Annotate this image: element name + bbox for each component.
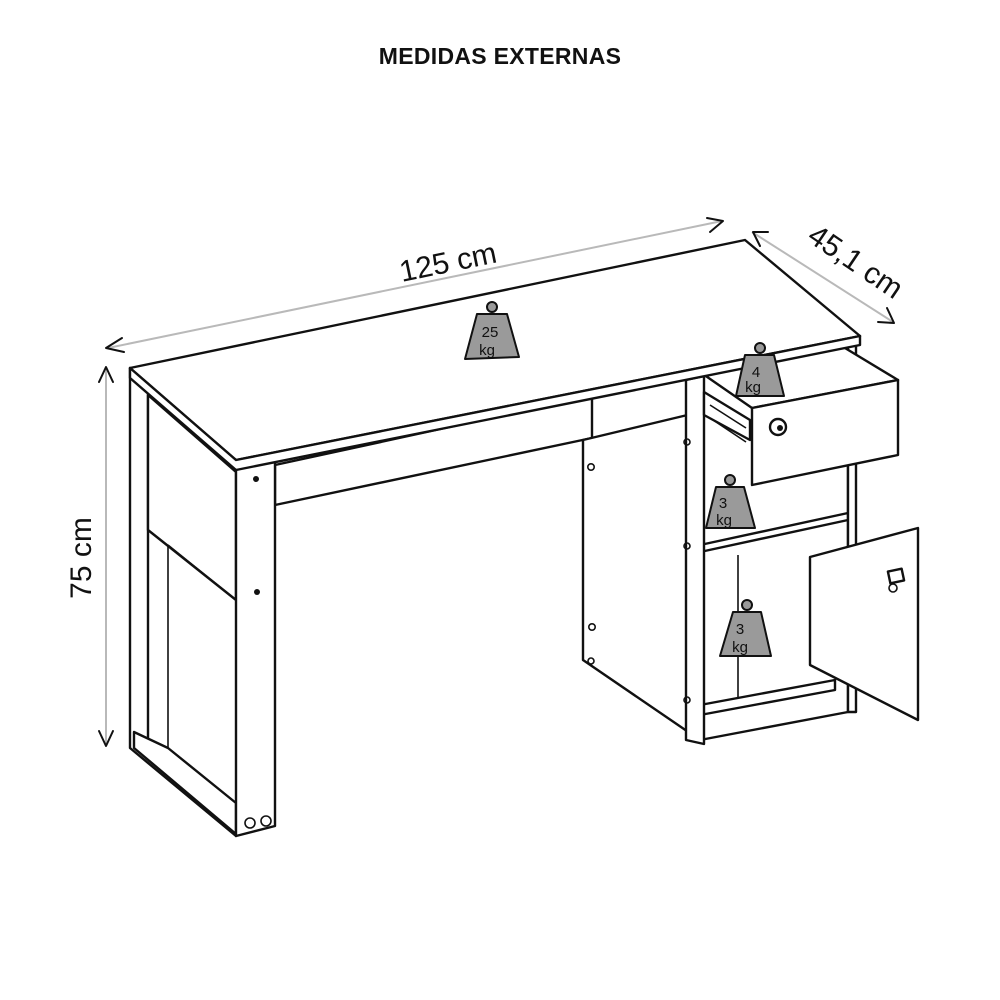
pedestal-inner-side — [581, 410, 702, 742]
desk-top-edge — [128, 334, 862, 472]
height-dimension: 75 cm — [65, 366, 114, 747]
left-leg-front-post — [234, 453, 277, 838]
weight-icon — [464, 313, 520, 360]
door-lock[interactable] — [886, 567, 906, 585]
svg-text:kg: kg — [479, 342, 495, 359]
weight-shelf: 3 kg — [705, 474, 756, 529]
desk-drawing — [128, 238, 920, 838]
svg-text:3: 3 — [736, 621, 744, 638]
left-leg-lower-bar — [132, 730, 238, 836]
svg-text:4: 4 — [752, 364, 760, 381]
svg-text:kg: kg — [745, 379, 761, 396]
svg-text:kg: kg — [716, 512, 732, 529]
weight-cabinet: 3 kg — [719, 599, 772, 657]
drawer-front[interactable] — [750, 378, 900, 487]
svg-text:25: 25 — [482, 324, 499, 341]
diagram-title: MEDIDAS EXTERNAS — [379, 43, 622, 69]
svg-text:3: 3 — [719, 495, 727, 512]
pedestal-front-post — [684, 374, 706, 746]
weight-icon — [735, 354, 785, 397]
depth-label: 45,1 cm — [802, 219, 909, 306]
weight-icon — [719, 611, 772, 657]
weight-icon — [705, 486, 756, 529]
weight-top: 25 kg — [464, 301, 520, 360]
weight-drawer: 4 kg — [735, 342, 785, 397]
height-label: 75 cm — [65, 517, 98, 599]
svg-text:kg: kg — [732, 639, 748, 656]
width-label: 125 cm — [397, 237, 500, 289]
